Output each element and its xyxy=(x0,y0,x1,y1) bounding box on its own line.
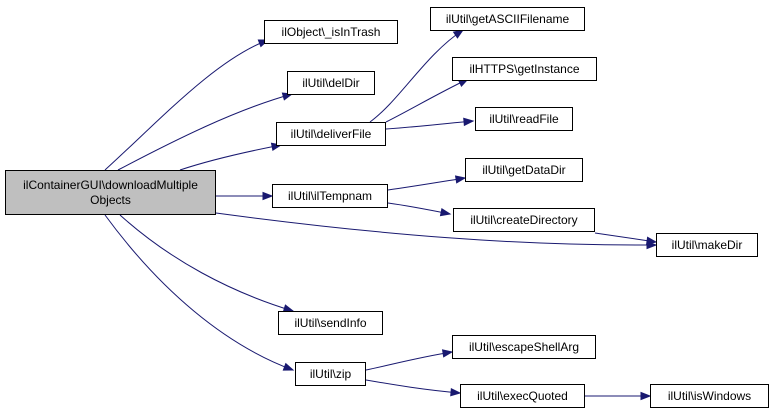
node-is-in-trash-label: ilObject\_isInTrash xyxy=(281,24,381,39)
node-is-in-trash[interactable]: ilObject\_isInTrash xyxy=(264,20,398,44)
node-make-dir-label: ilUtil\makeDir xyxy=(671,237,743,252)
node-make-dir[interactable]: ilUtil\makeDir xyxy=(656,233,758,257)
edge-exec-quoted-is-windows-arrowhead xyxy=(640,391,652,401)
edge-deliver-read-file-arrowhead xyxy=(463,117,475,127)
edge-root-il-tempnam-arrowhead xyxy=(262,191,274,201)
node-send-info-label: ilUtil\sendInfo xyxy=(294,315,367,330)
edge-zip-exec-quoted-arrowhead xyxy=(450,387,462,397)
edge-root-del-dir xyxy=(117,92,294,171)
node-il-tempnam[interactable]: ilUtil\ilTempnam xyxy=(272,184,388,208)
node-get-ascii-filename-label: ilUtil\getASCIIFilename xyxy=(445,11,570,26)
node-exec-quoted-label: ilUtil\execQuoted xyxy=(477,388,568,403)
node-zip-label: ilUtil\zip xyxy=(309,366,352,381)
node-send-info[interactable]: ilUtil\sendInfo xyxy=(278,311,383,335)
node-exec-quoted[interactable]: ilUtil\execQuoted xyxy=(460,384,585,408)
node-is-windows-label: ilUtil\isWindows xyxy=(667,388,752,403)
node-get-data-dir-label: ilUtil\getDataDir xyxy=(482,162,566,177)
node-del-dir[interactable]: ilUtil\delDir xyxy=(287,71,375,95)
edge-exec-quoted-is-windows xyxy=(585,391,652,401)
edge-tempnam-create-directory-arrowhead xyxy=(439,207,452,217)
edge-root-is-in-trash-line xyxy=(104,39,269,171)
node-read-file-label: ilUtil\readFile xyxy=(489,111,559,126)
node-get-data-dir[interactable]: ilUtil\getDataDir xyxy=(465,158,583,182)
edge-deliver-get-ascii-arrowhead xyxy=(452,29,465,39)
node-get-ascii-filename[interactable]: ilUtil\getASCIIFilename xyxy=(430,7,585,31)
edge-root-zip xyxy=(104,214,295,371)
edge-deliver-get-ascii-line xyxy=(369,29,464,123)
edge-deliver-get-ascii xyxy=(369,29,465,123)
node-il-tempnam-label: ilUtil\ilTempnam xyxy=(287,188,373,203)
edge-root-is-in-trash xyxy=(104,39,270,171)
edge-zip-exec-quoted-line xyxy=(365,379,461,394)
edge-root-zip-line xyxy=(104,214,294,371)
node-zip[interactable]: ilUtil\zip xyxy=(295,362,366,386)
edge-createdir-make-dir xyxy=(594,232,658,245)
edge-root-zip-arrowhead xyxy=(282,362,295,371)
edge-createdir-make-dir-arrowhead xyxy=(645,236,658,245)
edge-zip-escape-shell-arg xyxy=(365,349,454,371)
node-create-directory[interactable]: ilUtil\createDirectory xyxy=(453,208,595,232)
edge-tempnam-get-data-dir-arrowhead xyxy=(454,175,467,184)
node-get-instance-label: ilHTTPS\getInstance xyxy=(469,61,580,76)
edge-root-deliver-file-line xyxy=(179,144,282,171)
edge-zip-escape-shell-arg-arrowhead xyxy=(441,349,454,358)
edge-root-il-tempnam xyxy=(216,191,274,201)
edge-deliver-read-file-line xyxy=(385,120,474,130)
edge-root-deliver-file xyxy=(179,142,283,171)
node-escape-shell-arg[interactable]: ilUtil\escapeShellArg xyxy=(452,335,596,359)
root-label-line1: ilContainerGUI\downloadMultiple xyxy=(23,177,198,192)
node-create-directory-label: ilUtil\createDirectory xyxy=(470,212,578,227)
edge-root-del-dir-line xyxy=(117,93,293,171)
edge-deliver-get-instance-line xyxy=(385,78,469,123)
edge-root-make-dir-line xyxy=(215,212,657,246)
edge-root-send-info-line xyxy=(119,214,294,312)
edge-deliver-get-instance xyxy=(385,78,470,123)
node-container-gui-download-multiple-objects: ilContainerGUI\downloadMultiple Objects xyxy=(5,170,216,215)
node-escape-shell-arg-label: ilUtil\escapeShellArg xyxy=(468,339,580,354)
edge-tempnam-create-directory xyxy=(387,202,452,217)
node-is-windows[interactable]: ilUtil\isWindows xyxy=(650,384,769,408)
node-get-instance[interactable]: ilHTTPS\getInstance xyxy=(452,57,597,81)
node-del-dir-label: ilUtil\delDir xyxy=(302,75,360,90)
edge-zip-escape-shell-arg-line xyxy=(365,351,453,371)
edge-zip-exec-quoted xyxy=(365,379,462,397)
edge-tempnam-get-data-dir xyxy=(387,175,467,191)
node-deliver-file[interactable]: ilUtil\deliverFile xyxy=(276,122,386,146)
edge-tempnam-get-data-dir-line xyxy=(387,177,466,191)
edge-deliver-read-file xyxy=(385,117,475,130)
root-label-line2: Objects xyxy=(90,192,131,207)
node-read-file[interactable]: ilUtil\readFile xyxy=(475,107,573,131)
edge-root-send-info xyxy=(119,214,295,313)
node-deliver-file-label: ilUtil\deliverFile xyxy=(290,126,372,141)
